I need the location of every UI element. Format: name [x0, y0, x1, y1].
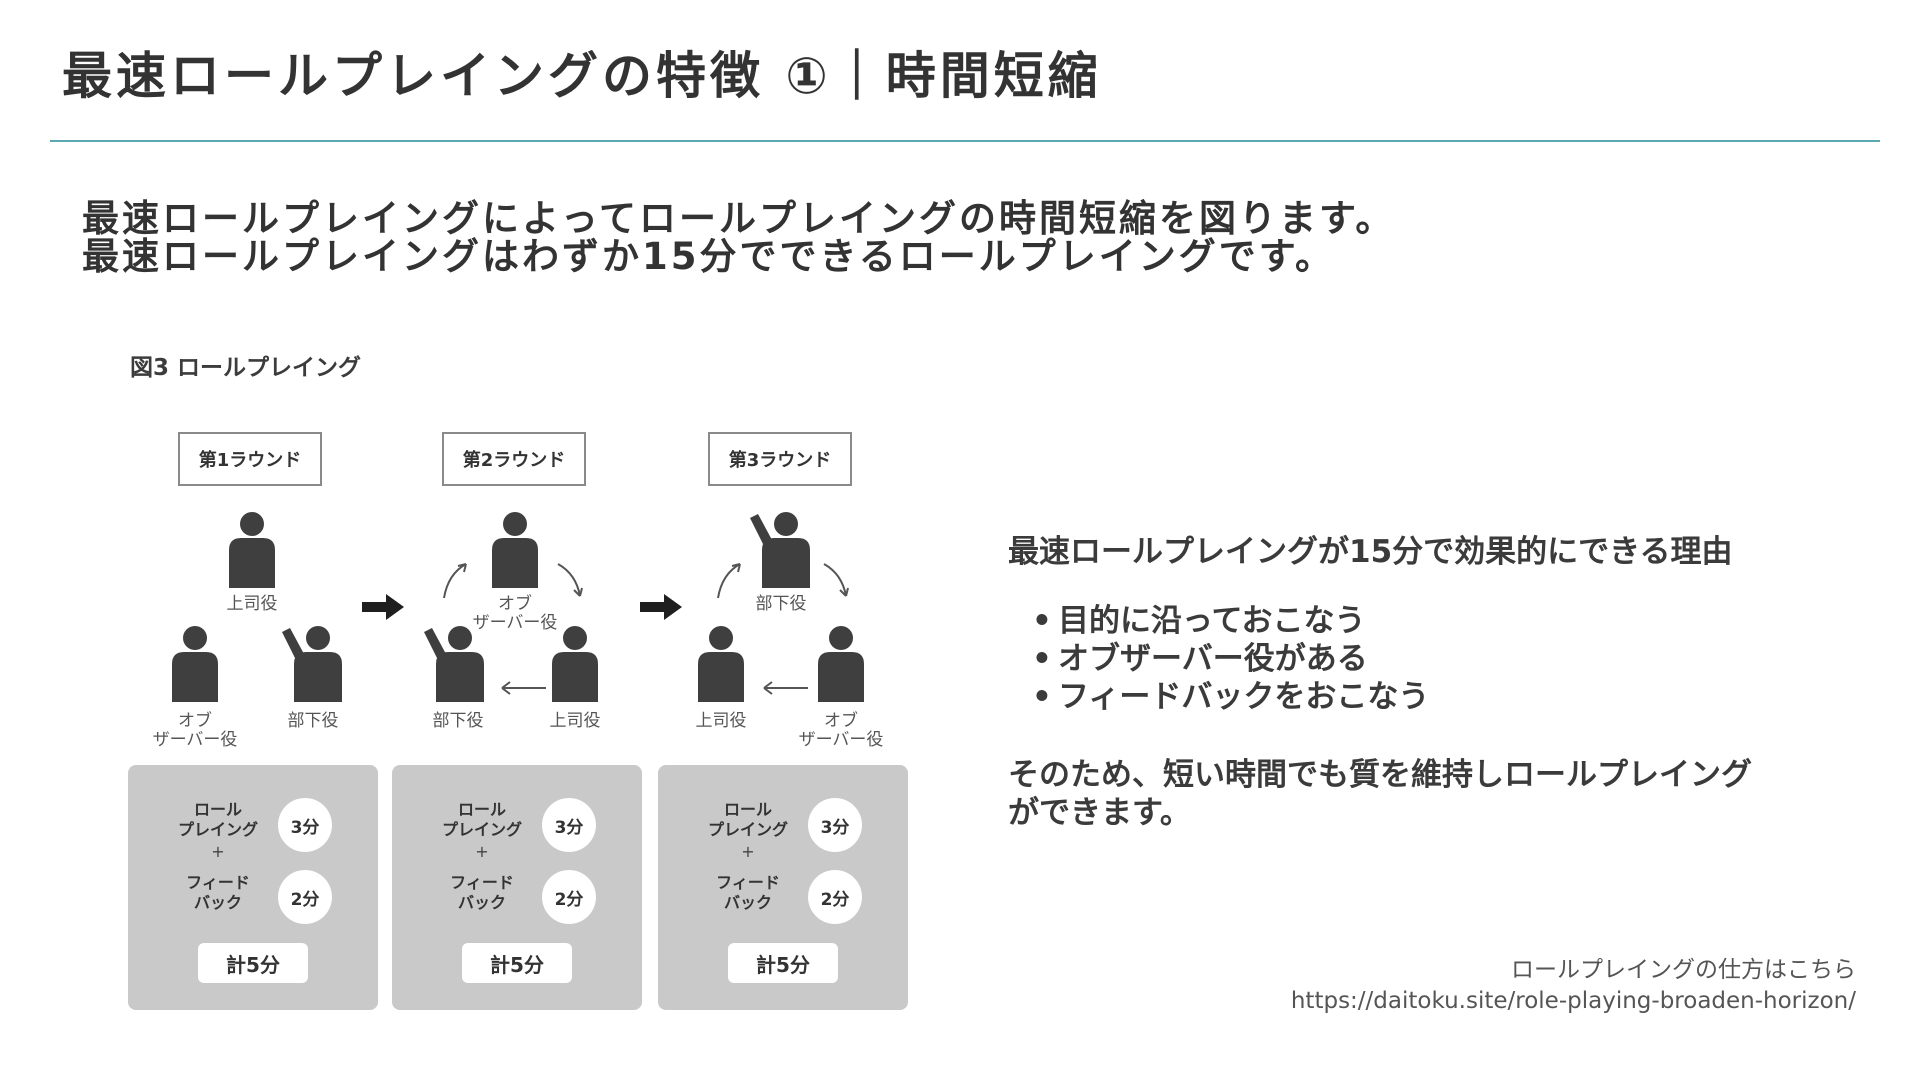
person-icon [818, 626, 864, 702]
figure-caption: 図3 ロールプレイング [130, 355, 362, 381]
total-minutes: 計5分 [728, 943, 838, 983]
fb-label: フィード バック [186, 873, 250, 912]
fb-minutes: 2分 [278, 870, 332, 924]
raised-hand-person-icon [424, 626, 484, 702]
reasons-body-line-2: ができます。 [1008, 795, 1191, 831]
cycle-arrow-icon [717, 563, 741, 599]
right-arrow-icon [640, 594, 682, 620]
person-icon [552, 626, 598, 702]
person-icon [698, 626, 744, 702]
reasons-body: そのため、短い時間でも質を維持しロールプレイング ができます。 [1008, 756, 1752, 832]
round-2-role-right: 上司役 [549, 711, 601, 731]
title-divider [50, 140, 1880, 142]
list-item: •オブザーバー役がある [1032, 641, 1368, 677]
rp-label: ロール プレイング [177, 800, 258, 839]
rp-label: ロール プレイング [441, 800, 522, 839]
round-3-role-right: オブ ザーバー役 [798, 711, 884, 750]
total-minutes: 計5分 [198, 943, 308, 983]
bullet-icon: • [1032, 679, 1052, 715]
raised-hand-person-icon [750, 512, 810, 588]
fb-minutes: 2分 [808, 870, 862, 924]
reasons-title: 最速ロールプレイングが15分で効果的にできる理由 [1008, 534, 1733, 570]
plus-sign: + [475, 842, 489, 861]
round-3-role-left: 上司役 [695, 711, 747, 731]
left-arrow-icon [763, 681, 808, 695]
cycle-arrow-icon [443, 563, 467, 599]
right-arrow-icon [362, 594, 404, 620]
page-title: 最速ロールプレイングの特徴 ①｜時間短縮 [62, 47, 1102, 105]
round-2-role-left: 部下役 [432, 711, 484, 731]
lead-text: 最速ロールプレイングによってロールプレイングの時間短縮を図ります。 最速ロールプ… [82, 200, 1395, 276]
round-1-label: 第1ラウンド [178, 432, 322, 486]
raised-hand-person-icon [282, 626, 342, 702]
bullet-icon: • [1032, 603, 1052, 639]
round-1-role-left: オブ ザーバー役 [152, 711, 238, 750]
plus-sign: + [211, 842, 225, 861]
reasons-list: •目的に沿っておこなう •オブザーバー役がある •フィードバックをおこなう [1032, 602, 1429, 716]
fb-label: フィード バック [450, 873, 514, 912]
round-3-role-top: 部下役 [755, 594, 807, 614]
rp-label: ロール プレイング [707, 800, 788, 839]
person-icon [229, 512, 275, 588]
round-3-time-box: ロール プレイング + フィード バック 3分 2分 計5分 [658, 765, 908, 1010]
round-1-time-box: ロール プレイング + フィード バック 3分 2分 計5分 [128, 765, 378, 1010]
reference-link-title: ロールプレイングの仕方はこちら [1511, 957, 1856, 983]
cycle-arrow-icon [557, 563, 583, 597]
reference-link-url[interactable]: https://daitoku.site/role-playing-broade… [1290, 988, 1856, 1014]
list-item: •フィードバックをおこなう [1032, 679, 1430, 715]
plus-sign: + [741, 842, 755, 861]
round-2-time-box: ロール プレイング + フィード バック 3分 2分 計5分 [392, 765, 642, 1010]
fb-minutes: 2分 [542, 870, 596, 924]
reasons-body-line-1: そのため、短い時間でも質を維持しロールプレイング [1008, 757, 1752, 793]
cycle-arrow-icon [823, 563, 849, 597]
rp-minutes: 3分 [808, 798, 862, 852]
list-item: •目的に沿っておこなう [1032, 603, 1366, 639]
bullet-icon: • [1032, 641, 1052, 677]
round-2-role-top: オブ ザーバー役 [472, 594, 558, 633]
round-1-role-top: 上司役 [226, 594, 278, 614]
fb-label: フィード バック [716, 873, 780, 912]
person-icon [492, 512, 538, 588]
total-minutes: 計5分 [462, 943, 572, 983]
person-icon [172, 626, 218, 702]
roleplay-figure: 図3 ロールプレイング 第1ラウンド 上司役 オブ ザーバー役 部下役 ロール … [120, 340, 920, 1020]
round-3-label: 第3ラウンド [708, 432, 852, 486]
rp-minutes: 3分 [542, 798, 596, 852]
left-arrow-icon [501, 681, 546, 695]
lead-line-1: 最速ロールプレイングによってロールプレイングの時間短縮を図ります。 [82, 197, 1396, 240]
round-1-role-right: 部下役 [287, 711, 339, 731]
lead-line-2: 最速ロールプレイングはわずか15分でできるロールプレイングです。 [82, 235, 1336, 278]
rp-minutes: 3分 [278, 798, 332, 852]
round-2-label: 第2ラウンド [442, 432, 586, 486]
